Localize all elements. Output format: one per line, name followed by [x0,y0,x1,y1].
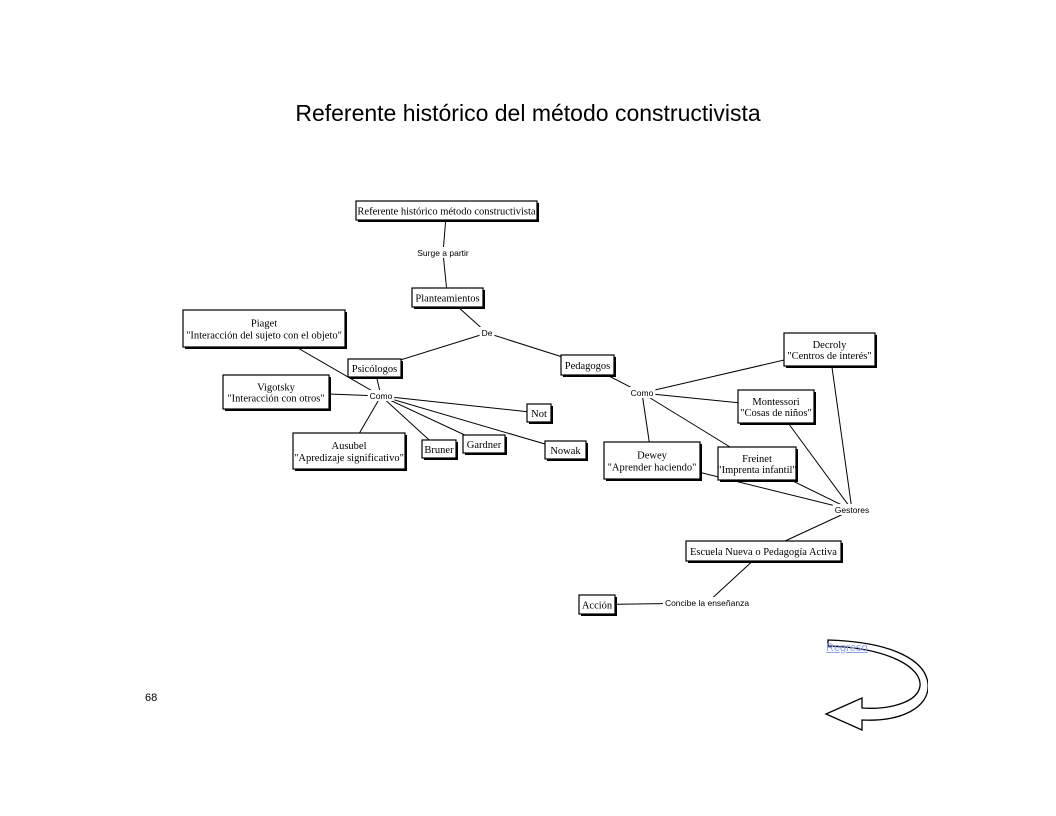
node-box [222,374,330,410]
node-accion: Acción [578,594,617,616]
node-text: Montessori [752,397,799,408]
node-text: Ausubel [332,441,367,452]
link-label-text: Como [370,391,393,401]
node-root: Referente histórico método constructivis… [355,200,539,222]
node-dewey: Dewey "Aprender haciendo" [603,441,702,481]
node-nowak: Nowak [544,440,588,461]
link-label-como_psic: Como [367,390,395,401]
node-text: Piaget [251,318,277,329]
node-bruner: Bruner [421,439,458,460]
node-gardner: Gardner [462,434,507,455]
link-label-de: De [479,327,495,338]
link-label-text: Concibe la enseñanza [665,598,749,608]
node-box [462,434,506,454]
link-label-text: De [482,328,493,338]
link-label-text: Gestores [835,505,870,515]
node-planteamientos: Planteamientos [411,287,485,309]
link-label-gestores: Gestores [832,504,872,515]
node-text: "Apredizaje significativo" [294,453,404,464]
node-box [182,309,346,348]
curved-back-arrow-icon[interactable] [820,638,928,734]
node-box [717,446,797,481]
node-text: Planteamientos [415,294,479,305]
node-freinet: Freinet"Imprenta infantil" [717,446,798,482]
node-box [685,540,842,562]
node-text: "Aprender haciendo" [608,463,697,474]
node-montessori: Montessori"Cosas de niños" [737,389,816,425]
node-box [421,439,457,459]
node-piaget: Piaget "Interacción del sujeto con el obj… [182,309,347,349]
node-text: Decroly [813,340,848,351]
node-text: "Imprenta infantil" [717,465,796,476]
node-pedagogos: Pedagogos [560,354,616,377]
node-vigotsky: Vigotsky"Interacción con otros" [222,374,331,411]
node-text: Psicólogos [352,364,398,375]
page-title: Referente histórico del método construct… [295,100,761,126]
link-label-text: Surge a partir [417,248,469,258]
node-text: Freinet [742,454,772,465]
node-box [355,200,538,221]
node-text: "Cosas de niños" [740,408,812,419]
link-label-concibe: Concibe la enseñanza [662,597,752,608]
link-label-surge: Surge a partir [415,247,471,258]
node-text: Gardner [467,440,502,451]
node-text: Nowak [550,446,581,457]
node-box [526,403,552,423]
node-text: Not [531,409,547,420]
connector-line [829,349,853,511]
node-ausubel: Ausubel"Apredizaje significativo" [292,432,407,471]
node-escuela: Escuela Nueva o Pedagogía Activa [685,540,843,563]
page-number: 68 [145,692,158,704]
node-not: Not [526,403,553,424]
node-box [603,441,701,480]
node-text: Dewey [637,450,667,461]
node-text: Acción [582,601,613,612]
node-box [560,354,615,376]
node-box [544,440,587,460]
node-text: Vigotsky [257,382,296,393]
node-box [578,594,616,615]
node-text: Bruner [424,445,454,456]
link-label-text: Como [631,388,654,398]
back-link[interactable]: Regreso [826,642,868,654]
connector-line [380,395,566,451]
link-label-como_ped: Como [628,387,656,398]
node-text: "Interacción con otros" [227,394,324,405]
node-box [411,287,484,308]
node-psicologos: Psicólogos [347,358,403,379]
connector-line [380,395,540,414]
node-text: Escuela Nueva o Pedagogía Activa [690,547,837,558]
node-box [347,358,402,378]
node-text: Pedagogos [565,361,611,372]
node-text: Referente histórico método constructivis… [357,207,535,218]
node-text: "Interacción del sujeto con el objeto" [186,331,342,342]
node-decroly: Decroly"Centros de interés" [783,332,877,368]
node-box [783,332,876,367]
node-text: "Centros de interés" [787,351,871,362]
node-box [292,432,406,470]
node-box [737,389,815,424]
